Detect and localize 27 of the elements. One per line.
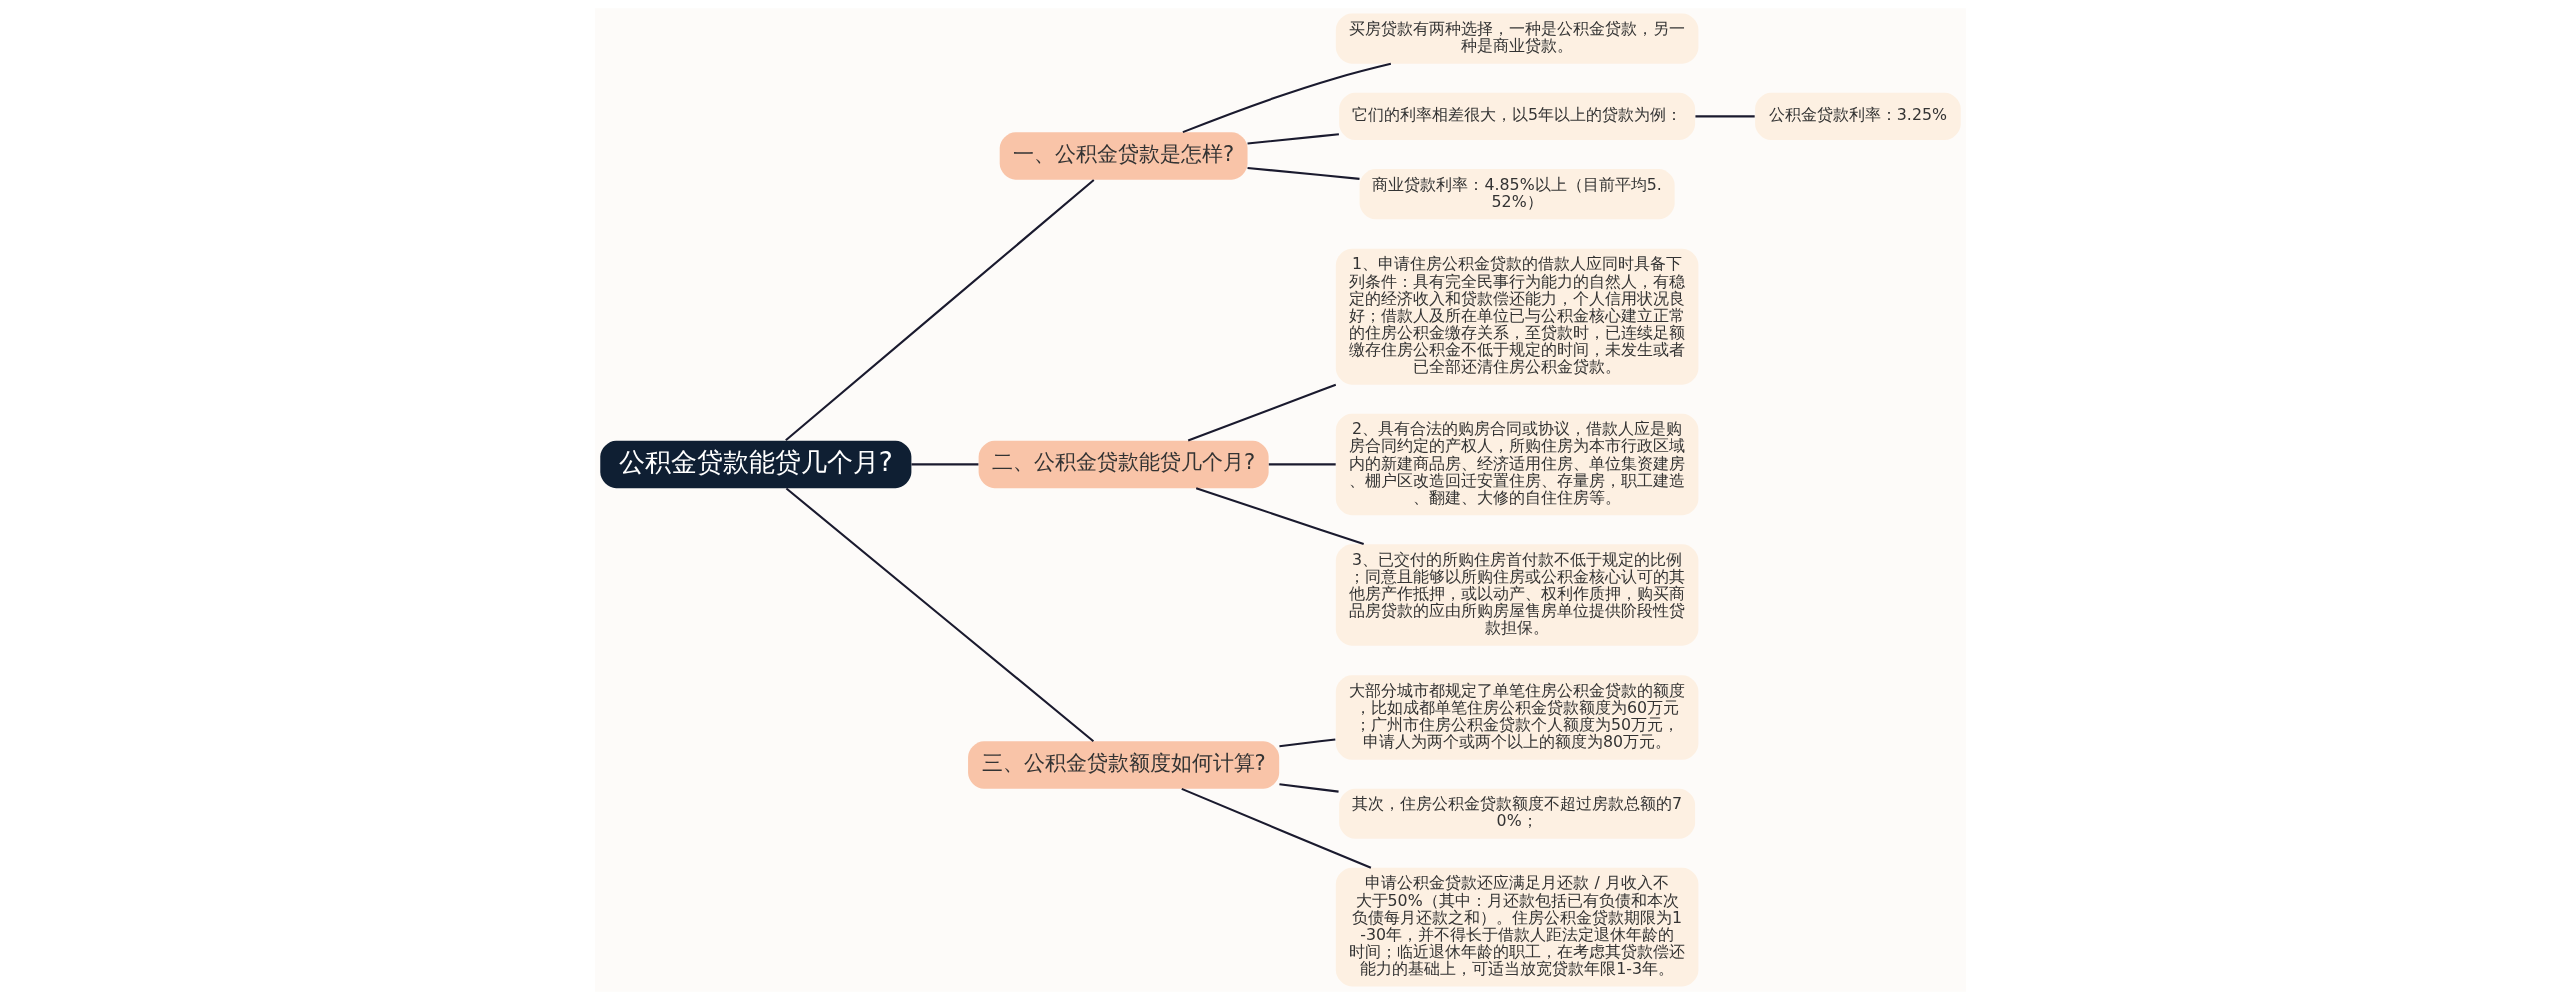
node-box: 3、已交付的所购住房首付款不低于规定的比例；同意且能够以所购住房或公积金核心认可的其他房产作抵押，或以动产、权利作质押，购买商品房贷款的应由所购房屋售房单位提供阶段性贷款担保。	[1335, 544, 1698, 646]
node-box: 二、公积金贷款能贷几个月?	[978, 440, 1269, 489]
node-box: 公积金贷款利率：3.25%	[1754, 92, 1961, 141]
node-box: 申请公积金贷款还应满足月还款 / 月收入不大于50%（其中：月还款包括已有负债和本次负债每月还款之和）。住房公积金贷款期限为1-30年，并不得长于借款人距法定退休年龄的时间；临近退休年龄的职工，在考虑其贷款偿还能力的基础上，可适当放宽贷款年限1-3年。	[1335, 867, 1698, 987]
connector	[1180, 787, 1371, 869]
connector	[1278, 783, 1339, 793]
node-box: 它们的利率相差很大，以5年以上的贷款为例：	[1338, 92, 1695, 141]
connector	[1182, 62, 1391, 134]
connector	[1187, 383, 1336, 442]
connector	[1246, 166, 1360, 180]
connector	[911, 463, 978, 466]
connector	[784, 179, 1094, 441]
node-box: 买房贷款有两种选择，一种是公积金贷款，另一种是商业贷款。	[1335, 13, 1698, 64]
node-box: 2、具有合法的购房合同或协议，借款人应是购房合同约定的产权人，所购住房为本市行政区域内的新建商品房、经济适用住房、单位集资建房、棚户区改造回迁安置住房、存量房，职工建造、翻建、大修的自住住房等。	[1335, 413, 1698, 516]
node-box: 三、公积金贷款额度如何计算?	[967, 741, 1279, 789]
node-box: 一、公积金贷款是怎样?	[999, 132, 1248, 180]
connector	[1278, 738, 1335, 748]
connector	[1195, 487, 1364, 546]
connector	[785, 487, 1094, 742]
node-box: 公积金贷款能贷几个月?	[599, 440, 911, 489]
node-box: 商业贷款利率：4.85%以上（目前平均5.52%）	[1359, 169, 1675, 220]
connector	[1246, 133, 1339, 145]
node-box: 大部分城市都规定了单笔住房公积金贷款的额度，比如成都单笔住房公积金贷款额度为60万元；广州市住房公积金贷款个人额度为50万元，申请人为两个或两个以上的额度为80万元。	[1335, 675, 1698, 760]
node-box: 1、申请住房公积金贷款的借款人应同时具备下列条件：具有完全民事行为能力的自然人，有稳定的经济收入和贷款偿还能力，个人信用状况良好；借款人及所在单位已与公积金核心建立正常的住房公积金缴存关系，至贷款时，已连续足额缴存住房公积金不低于规定的时间，未发生或者已全部还清住房公积金贷款。	[1335, 248, 1698, 385]
connector	[1694, 115, 1755, 118]
connector	[1268, 463, 1336, 466]
node-box: 其次，住房公积金贷款额度不超过房款总额的70%；	[1338, 788, 1695, 839]
